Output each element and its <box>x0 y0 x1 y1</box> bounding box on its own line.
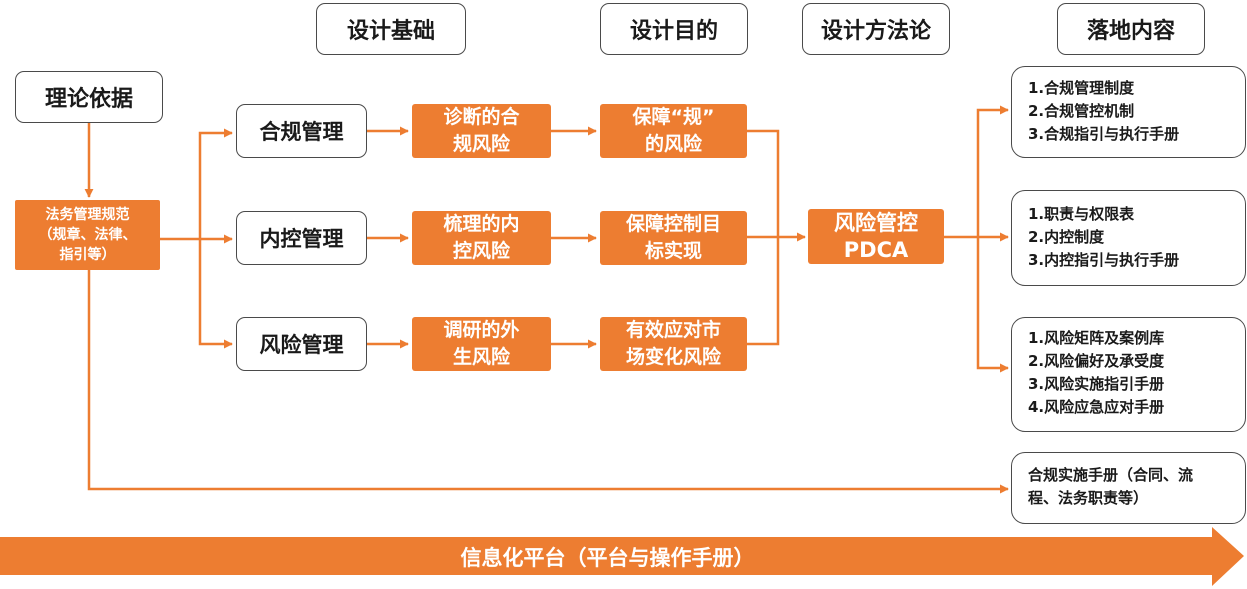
purpose-risk-line-2: 场变化风险 <box>625 346 721 368</box>
basis-internal-control-risk: 梳理的内 控风险 <box>412 211 551 265</box>
output-risk-item-2: 2.风险偏好及承受度 <box>1028 352 1165 370</box>
header-basis: 设计基础 <box>316 3 466 55</box>
output-manual-box: 合规实施手册（合同、流 程、法务职责等） <box>1011 452 1246 524</box>
theory-basis-box: 理论依据 <box>15 71 163 123</box>
output-internal-control-box: 1.职责与权限表 2.内控制度 3.内控指引与执行手册 <box>1011 190 1246 286</box>
pdca-line-2: PDCA <box>843 237 909 262</box>
output-compliance-item-2: 2.合规管控机制 <box>1028 102 1135 120</box>
output-compliance-item-3: 3.合规指引与执行手册 <box>1028 125 1180 143</box>
arrow-to-risk <box>198 239 233 349</box>
output-manual-line-1: 合规实施手册（合同、流 <box>1028 466 1194 484</box>
purpose-compliance-line-1: 保障“规” <box>632 106 715 128</box>
purpose-ic-line-1: 保障控制目 <box>625 213 721 235</box>
legal-norms-line-3: 指引等） <box>59 247 116 263</box>
pdca-line-1: 风险管控 <box>834 210 918 235</box>
basis-compliance-line-2: 规风险 <box>452 133 510 155</box>
compliance-management-box: 合规管理 <box>236 104 367 158</box>
information-platform-banner: 信息化平台（平台与操作手册） <box>460 546 755 570</box>
risk-control-pdca-box: 风险管控 PDCA <box>808 209 944 264</box>
purpose-risk: 有效应对市 场变化风险 <box>600 317 747 371</box>
banner-arrow <box>0 527 1244 586</box>
header-purpose: 设计目的 <box>600 3 748 55</box>
output-manual-line-2: 程、法务职责等） <box>1028 489 1149 507</box>
header-methodology: 设计方法论 <box>802 3 950 55</box>
risk-management-box: 风险管理 <box>236 317 367 371</box>
output-risk-item-1: 1.风险矩阵及案例库 <box>1028 329 1165 347</box>
purpose-compliance-line-2: 的风险 <box>644 133 702 155</box>
output-ic-item-1: 1.职责与权限表 <box>1028 205 1135 223</box>
output-risk-item-3: 3.风险实施指引手册 <box>1028 375 1165 393</box>
output-risk-item-4: 4.风险应急应对手册 <box>1028 398 1165 416</box>
arrow-to-output-compliance <box>976 105 1009 237</box>
output-ic-item-2: 2.内控制度 <box>1028 228 1105 246</box>
basis-risk-line-2: 生风险 <box>452 346 510 368</box>
basis-ic-line-1: 梳理的内 <box>443 213 520 235</box>
basis-compliance-line-1: 诊断的合 <box>443 106 520 128</box>
internal-control-management-box: 内控管理 <box>236 211 367 265</box>
arrow-to-output-risk <box>976 237 1009 373</box>
purpose-risk-line-1: 有效应对市 <box>625 319 721 341</box>
basis-ic-line-2: 控风险 <box>452 240 510 262</box>
arrow-to-manual <box>87 270 1009 494</box>
purpose-internal-control: 保障控制目 标实现 <box>600 211 747 265</box>
legal-norms-line-2: （规章、法律、 <box>38 227 137 243</box>
basis-risk-line-1: 调研的外 <box>443 319 520 341</box>
purpose-compliance: 保障“规” 的风险 <box>600 104 747 158</box>
output-compliance-box: 1.合规管理制度 2.合规管控机制 3.合规指引与执行手册 <box>1011 66 1246 158</box>
basis-compliance-risk: 诊断的合 规风险 <box>412 104 551 158</box>
legal-norms-line-1: 法务管理规范 <box>45 207 130 223</box>
basis-external-risk: 调研的外 生风险 <box>412 317 551 371</box>
header-deliverables: 落地内容 <box>1057 3 1205 55</box>
legal-norms-box: 法务管理规范 （规章、法律、 指引等） <box>15 200 160 270</box>
output-compliance-item-1: 1.合规管理制度 <box>1028 79 1135 97</box>
purpose-ic-line-2: 标实现 <box>644 240 702 262</box>
output-ic-item-3: 3.内控指引与执行手册 <box>1028 251 1180 269</box>
output-risk-box: 1.风险矩阵及案例库 2.风险偏好及承受度 3.风险实施指引手册 4.风险应急应… <box>1011 317 1246 432</box>
arrow-to-compliance <box>160 128 233 241</box>
